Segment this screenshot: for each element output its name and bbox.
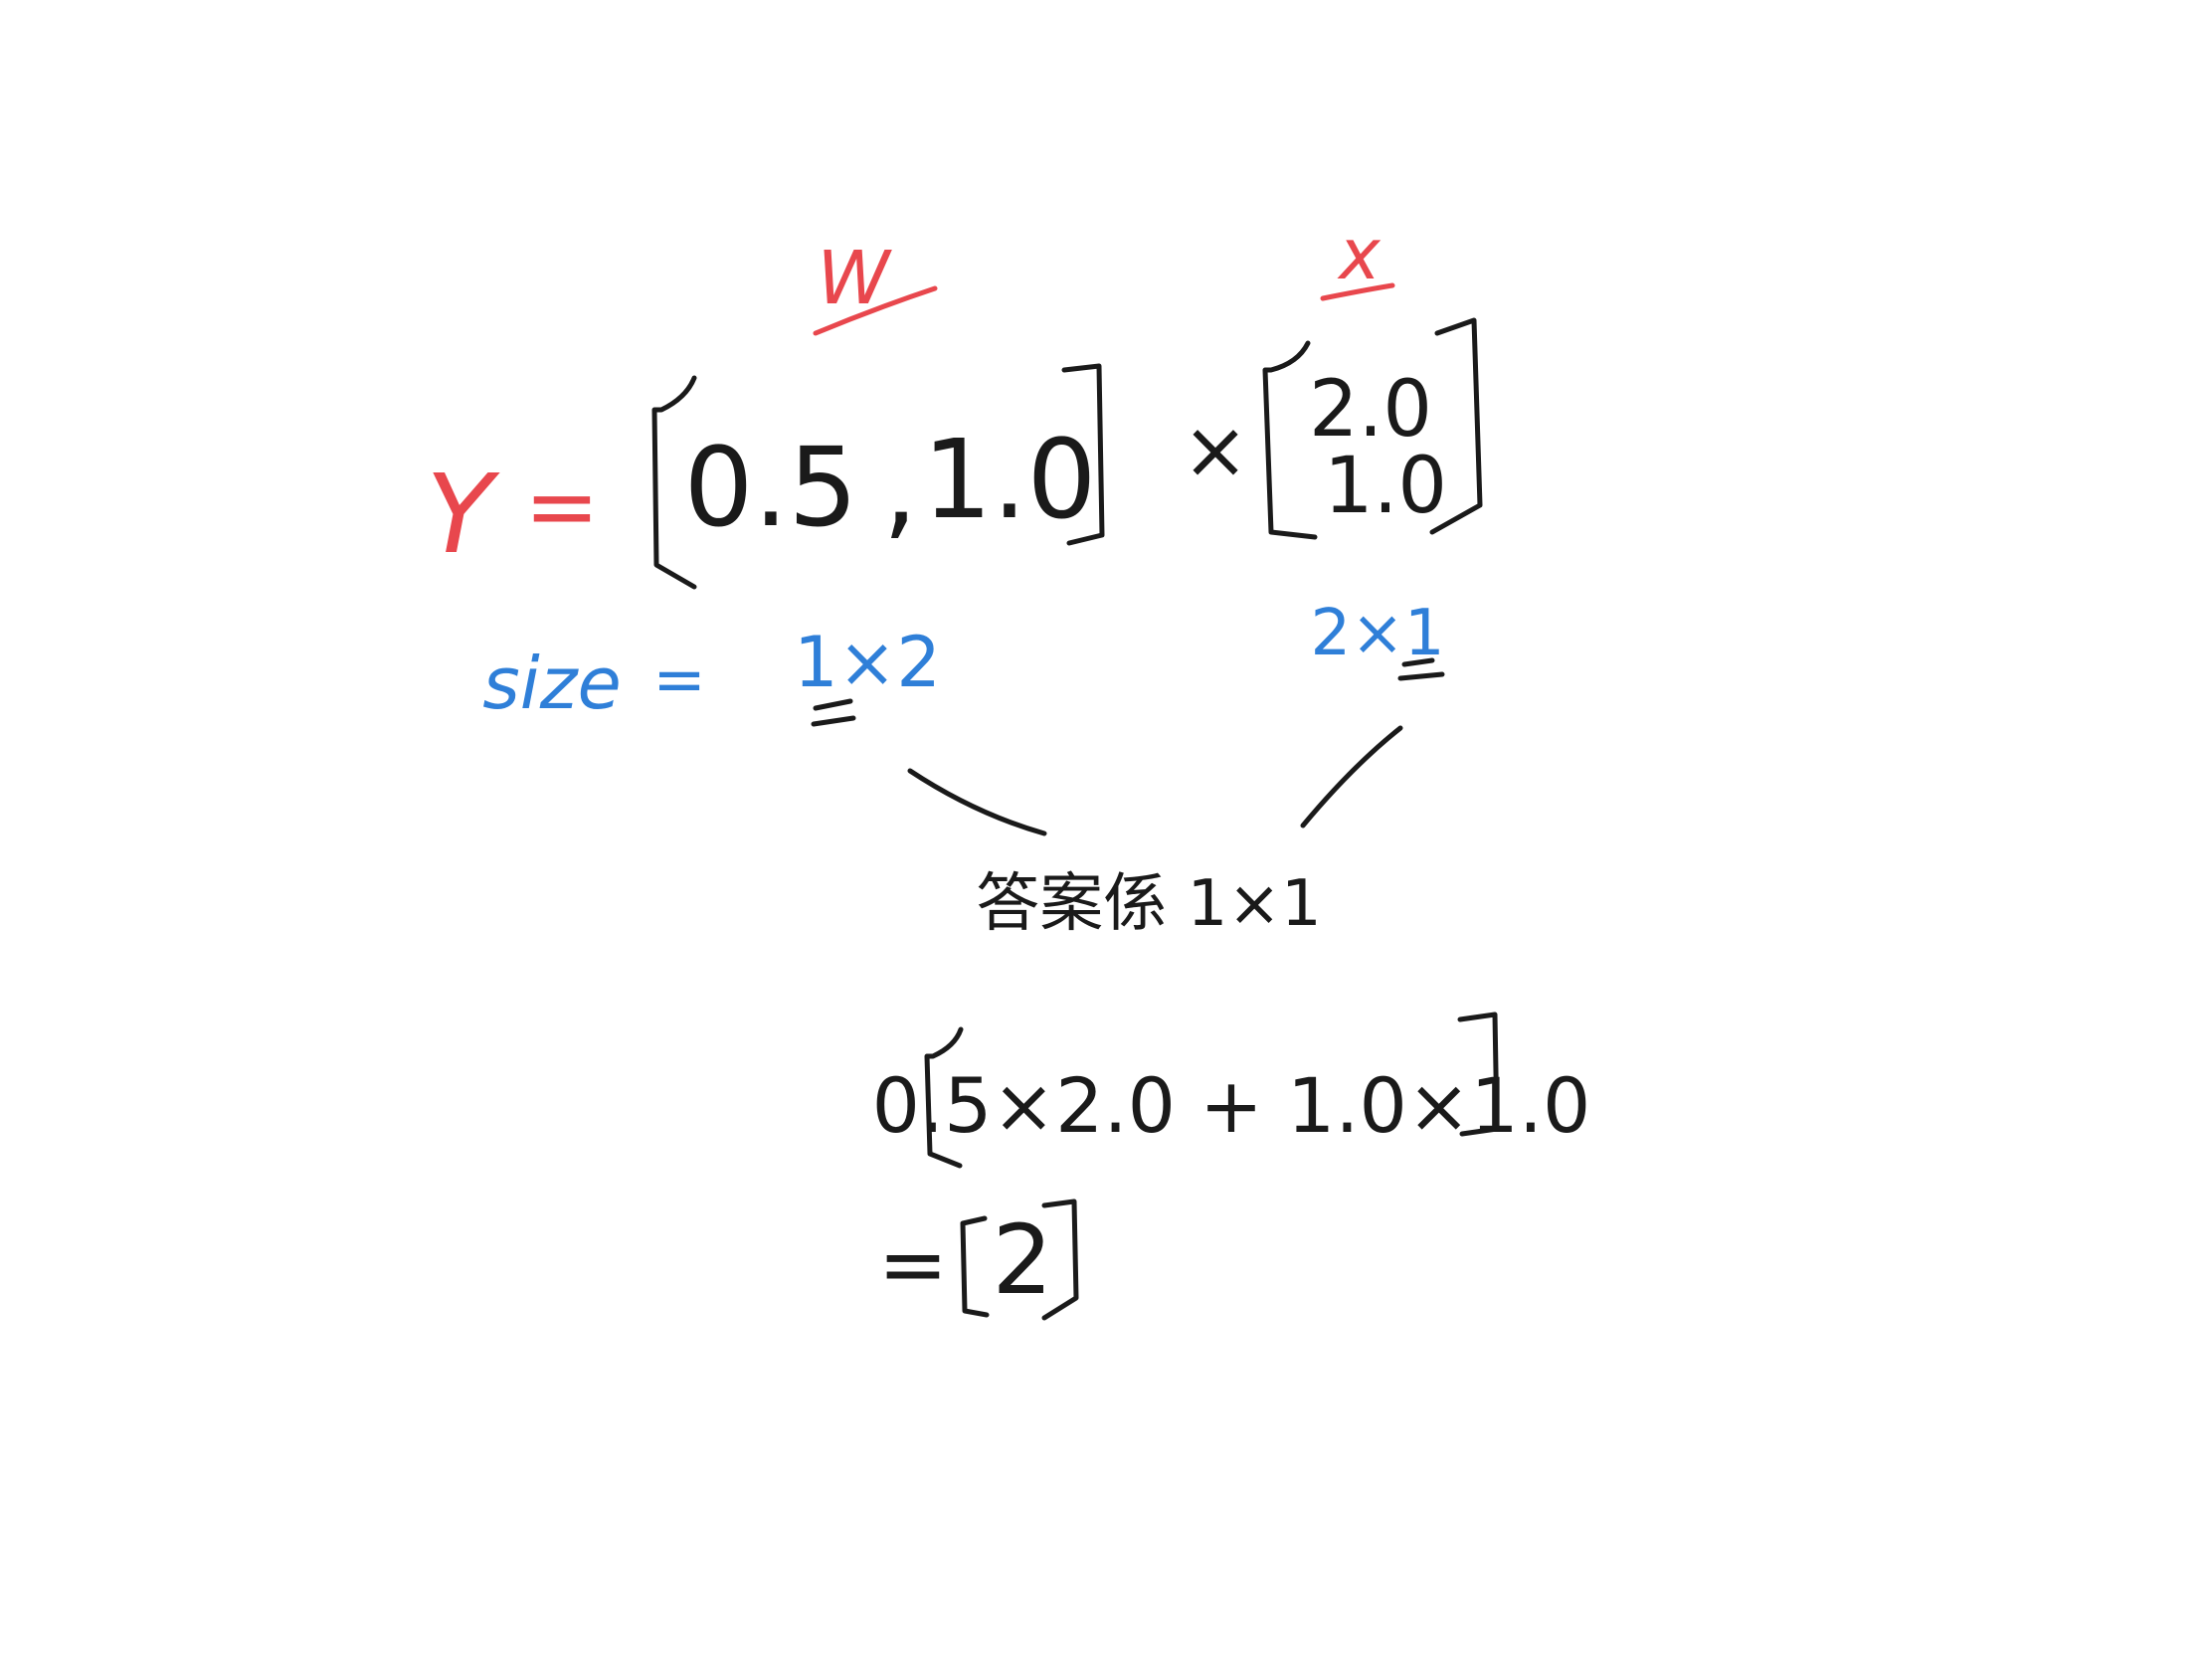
size-w: 1×2 bbox=[794, 622, 941, 703]
expansion-text: 0.5×2.0 + 1.0×1.0 bbox=[872, 1061, 1591, 1150]
x-left-bracket bbox=[1262, 340, 1318, 540]
w-underline bbox=[813, 285, 938, 336]
x-right-bracket bbox=[1429, 317, 1483, 535]
x-entry-1: 2.0 bbox=[1309, 365, 1432, 455]
w-dim-mark bbox=[811, 698, 856, 727]
answer-note: 答案係 1×1 bbox=[976, 867, 1321, 941]
size-equals: = bbox=[652, 644, 706, 717]
x-entry-2: 1.0 bbox=[1324, 442, 1447, 531]
expansion-left-bracket bbox=[924, 1026, 964, 1169]
result-value: 2 bbox=[992, 1204, 1052, 1316]
y-label: Y bbox=[426, 451, 500, 578]
connector-left bbox=[907, 768, 1047, 836]
x-label: x bbox=[1337, 214, 1381, 295]
result-equals: = bbox=[878, 1215, 948, 1313]
w-entry-1: 0.5 bbox=[684, 424, 858, 551]
size-x: 2×1 bbox=[1310, 597, 1444, 670]
w-entry-separator: , bbox=[883, 424, 918, 551]
x-dim-mark bbox=[1397, 657, 1445, 681]
w-left-bracket bbox=[651, 375, 697, 590]
result-right-bracket bbox=[1041, 1198, 1079, 1321]
x-underline bbox=[1320, 282, 1395, 301]
connector-right bbox=[1300, 725, 1403, 829]
w-right-bracket bbox=[1061, 363, 1105, 546]
result-left-bracket bbox=[960, 1215, 990, 1318]
w-entry-2: 1.0 bbox=[923, 416, 1097, 543]
multiply-sign: × bbox=[1182, 404, 1248, 496]
expansion-right-bracket bbox=[1457, 1012, 1500, 1137]
equals-sign: = bbox=[524, 455, 599, 559]
size-label: size bbox=[482, 642, 622, 725]
